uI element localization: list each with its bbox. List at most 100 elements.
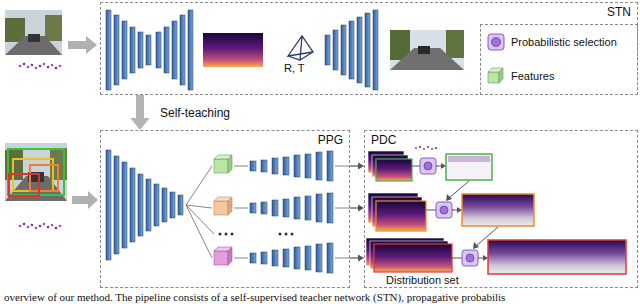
view-synthesis-decoder-part (325, 35, 330, 65)
ellipsis-dots-part (279, 233, 282, 236)
sparse-depth-part (19, 65, 22, 68)
sparse-depth (19, 223, 62, 230)
distribution-stack-part (376, 159, 412, 181)
branch-lines-part (186, 166, 212, 205)
view-synthesis-decoder (325, 10, 378, 90)
view-synthesis-decoder-part (365, 13, 370, 87)
distribution-stack-part (376, 201, 426, 231)
branch-lines-part (186, 205, 214, 234)
branch-lines-part (335, 208, 350, 209)
feature-cube-part (214, 201, 228, 215)
shared-encoder-part (130, 168, 135, 242)
feature-cube (214, 155, 232, 173)
input-image (5, 143, 67, 201)
selected-depth (462, 194, 534, 226)
feature-cube-part (214, 251, 228, 265)
flow-arrow-part (473, 242, 479, 249)
sparse-depth-part (23, 223, 26, 226)
depth-network-part (106, 10, 111, 90)
view-synthesis-decoder-part (333, 30, 338, 70)
input-image (5, 10, 62, 55)
ellipsis-dots (219, 233, 294, 236)
figure-caption: overview of our method. The pipeline con… (4, 291, 505, 303)
legend-icon (487, 67, 505, 85)
selected-depth-part (446, 154, 492, 180)
module-name: PDC (371, 133, 396, 147)
selected-depth (488, 240, 626, 274)
depth-network-part (114, 15, 119, 85)
feature-cube-part (228, 155, 232, 173)
depth-network-part (180, 15, 185, 85)
legend-icon (487, 33, 505, 51)
depth-network-part (146, 35, 151, 65)
depth-network-part (122, 21, 127, 79)
shared-encoder-part (162, 188, 167, 222)
legend-text: Features (511, 70, 554, 82)
view-synthesis-decoder-part (357, 17, 362, 83)
sparse-depth-part (59, 225, 62, 228)
legend-entry: Probabilistic selection (487, 33, 617, 51)
legend-box: Probabilistic selectionFeatures (480, 24, 638, 95)
shared-encoder-part (154, 184, 159, 226)
feature-cube-part (228, 247, 232, 265)
view-synthesis-decoder-part (373, 10, 378, 90)
shared-encoder-part (106, 150, 111, 260)
probabilistic-selector (420, 158, 436, 174)
sparse-depth-part (55, 67, 58, 70)
selected-depth (446, 154, 492, 180)
depth-network (106, 10, 193, 90)
selector-icon (492, 38, 501, 47)
shared-encoder (106, 150, 183, 260)
sparse-depth-part (431, 148, 433, 150)
sparse-depth-part (27, 226, 30, 229)
feature-cube (214, 247, 232, 265)
input-image-part (28, 34, 40, 42)
input-image-part (45, 15, 62, 41)
sparse-depth-part (43, 63, 46, 66)
module-name: STN (607, 5, 631, 19)
shared-encoder-part (146, 179, 151, 231)
branch-lines-part (186, 205, 212, 208)
connector (130, 95, 149, 130)
branch-lines-part (335, 258, 350, 259)
branch-lines-part (186, 205, 212, 258)
ellipsis-dots-part (219, 233, 222, 236)
probabilistic-selector (462, 250, 478, 266)
sparse-depth-part (23, 63, 26, 66)
input-image-part (5, 143, 67, 201)
sparse-depth-part (19, 225, 22, 228)
flow-arrow-part (446, 194, 452, 201)
dashed-module-box: PPG (100, 130, 350, 288)
connector (350, 204, 364, 211)
input-image-part (5, 18, 25, 42)
feature-cube-part (214, 159, 228, 173)
flow-arrow (478, 255, 488, 261)
sparse-depth-part (39, 65, 42, 68)
sparse-depth-part (35, 67, 38, 70)
synthesized-image-part (418, 46, 430, 54)
ellipsis-dots-part (231, 233, 234, 236)
legend-text: Probabilistic selection (511, 36, 617, 48)
distribution-stack (366, 238, 452, 272)
connector-line (350, 257, 359, 258)
branch-lines-part (335, 166, 350, 167)
probabilistic-selector (436, 202, 452, 218)
distribution-stack (368, 193, 426, 231)
depth-map (203, 33, 263, 67)
decoder (250, 151, 333, 181)
feature-cube-icon (488, 72, 499, 83)
dashed-module-box: PDC (364, 130, 638, 288)
selected-depth-part (448, 156, 490, 162)
sparse-depth-part (59, 65, 62, 68)
feature-cube (214, 197, 232, 215)
sparse-depth-part (27, 66, 30, 69)
distribution-stack-part (374, 244, 452, 272)
sparse-depth-part (427, 146, 429, 148)
sparse-depth-part (435, 147, 437, 149)
sparse-depth-part (55, 227, 58, 230)
sparse-depth-part (43, 223, 46, 226)
sparse-depth-part (419, 146, 421, 148)
sparse-depth-part (423, 148, 425, 150)
feature-cube-part (228, 197, 232, 215)
flow-line (452, 258, 462, 259)
